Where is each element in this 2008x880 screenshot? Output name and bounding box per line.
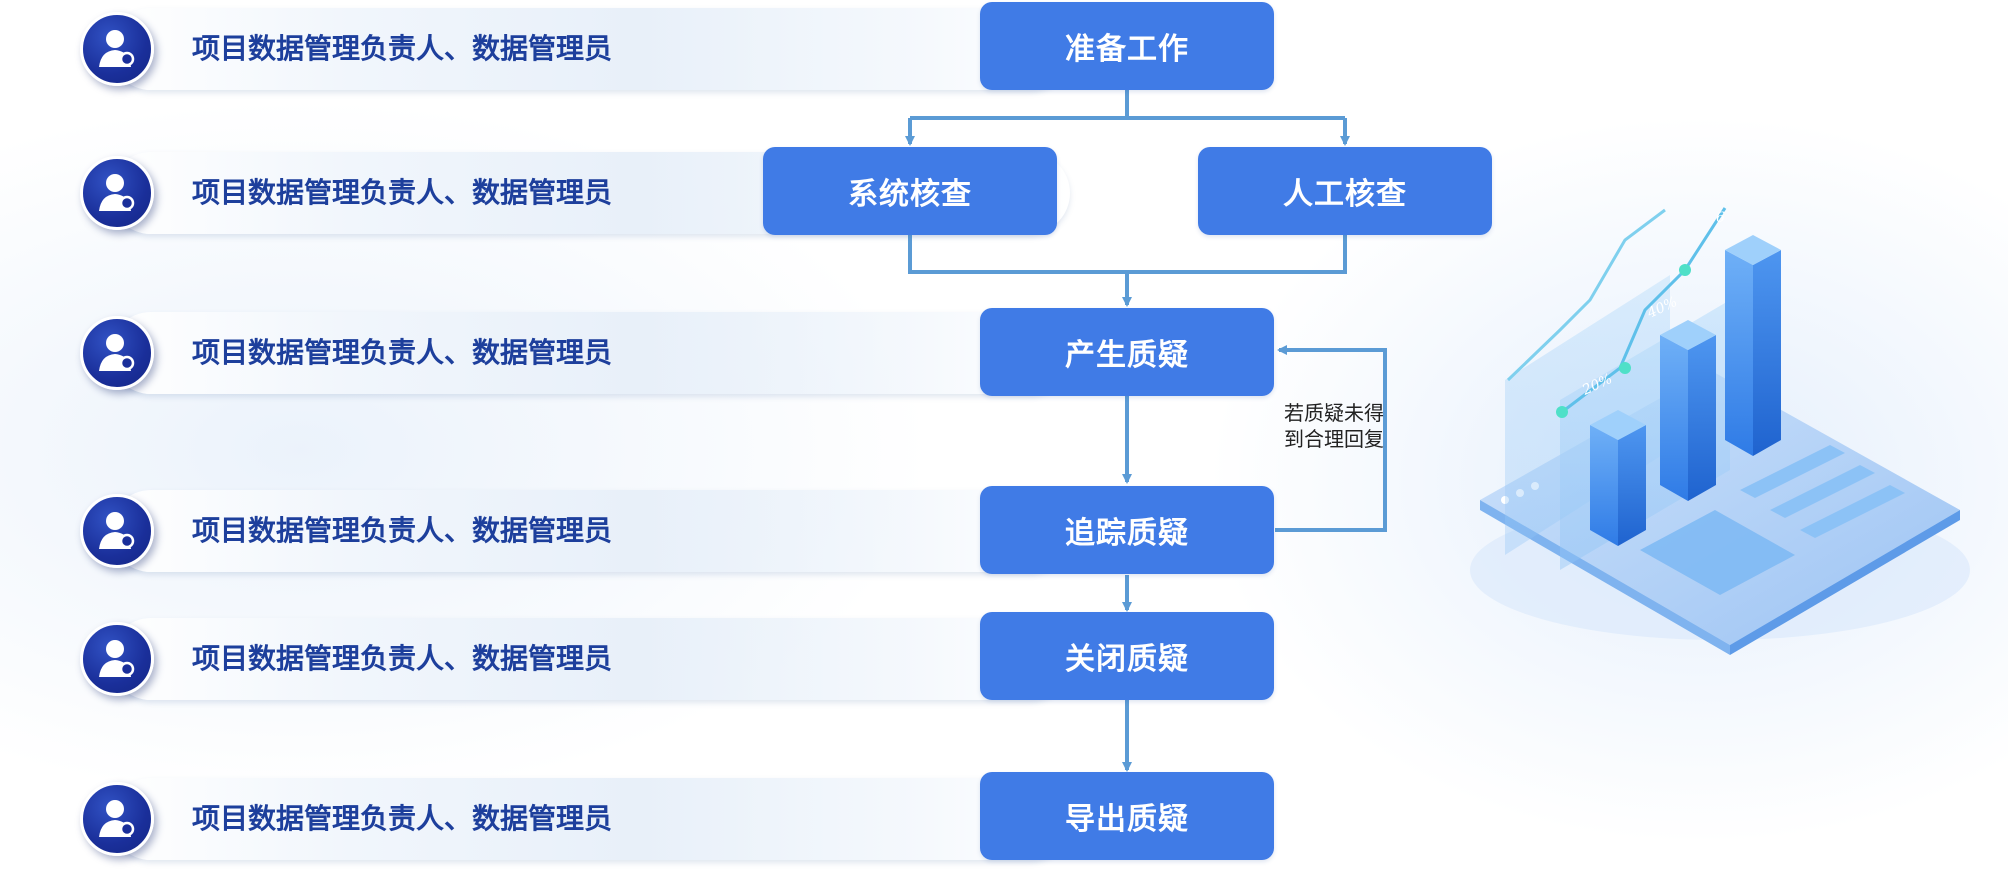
step-close-query: 关闭质疑 <box>980 612 1274 700</box>
panel-square <box>1640 510 1795 595</box>
bar-top <box>1590 410 1646 440</box>
role-label: 项目数据管理负责人、数据管理员 <box>192 802 613 835</box>
step-track-query: 追踪质疑 <box>980 486 1274 574</box>
panel-line <box>1800 485 1905 538</box>
connector-merge <box>908 235 1347 274</box>
bar-front <box>1590 425 1618 546</box>
illustration-label: 6 <box>1716 210 1725 226</box>
role-row-bar <box>110 618 1070 700</box>
role-label: 项目数据管理负责人、数据管理员 <box>192 32 613 65</box>
bar-side <box>1618 425 1646 546</box>
role-row-6: 项目数据管理负责人、数据管理员 <box>80 774 1080 864</box>
bar-top <box>1725 235 1781 265</box>
role-row-bar <box>110 312 1070 394</box>
role-label: 项目数据管理负责人、数据管理员 <box>192 336 613 369</box>
platform-edge-right <box>1730 510 1960 655</box>
panel-line <box>1740 445 1845 498</box>
user-avatar-icon <box>80 622 154 696</box>
bar-side <box>1753 250 1781 456</box>
user-avatar-icon <box>80 156 154 230</box>
platform-edge-left <box>1480 500 1730 655</box>
role-row-bar <box>110 8 1070 90</box>
step-manual-check: 人工核查 <box>1198 147 1492 235</box>
connector-loop-back <box>1275 345 1387 532</box>
trend-point <box>1619 362 1631 374</box>
user-avatar-icon <box>80 316 154 390</box>
trend-point <box>1679 264 1691 276</box>
step-prepare: 准备工作 <box>980 2 1274 90</box>
user-avatar-icon <box>80 12 154 86</box>
user-avatar-icon <box>80 494 154 568</box>
loop-note: 若质疑未得到合理回复 <box>1284 401 1384 451</box>
role-row-1: 项目数据管理负责人、数据管理员 <box>80 4 1080 94</box>
step-export-query: 导出质疑 <box>980 772 1274 860</box>
user-avatar-icon <box>80 782 154 856</box>
panel-line <box>1770 465 1875 518</box>
role-label: 项目数据管理负责人、数据管理员 <box>192 642 613 675</box>
trend-point <box>1556 406 1568 418</box>
trend-line <box>1561 207 1727 414</box>
role-row-4: 项目数据管理负责人、数据管理员 <box>80 486 1080 576</box>
role-label: 项目数据管理负责人、数据管理员 <box>192 176 613 209</box>
role-row-3: 项目数据管理负责人、数据管理员 <box>80 308 1080 398</box>
role-row-bar <box>110 778 1070 860</box>
bar-side <box>1688 335 1716 501</box>
step-raise-query: 产生质疑 <box>980 308 1274 396</box>
trend-line <box>1506 208 1666 382</box>
step-system-check: 系统核查 <box>763 147 1057 235</box>
bar-top <box>1660 320 1716 350</box>
role-row-bar <box>110 490 1070 572</box>
bar-front <box>1725 250 1753 456</box>
bar-front <box>1660 335 1688 501</box>
role-row-5: 项目数据管理负责人、数据管理员 <box>80 614 1080 704</box>
chart-illustration: 20% 40% 6 <box>1470 207 1970 655</box>
role-label: 项目数据管理负责人、数据管理员 <box>192 514 613 547</box>
